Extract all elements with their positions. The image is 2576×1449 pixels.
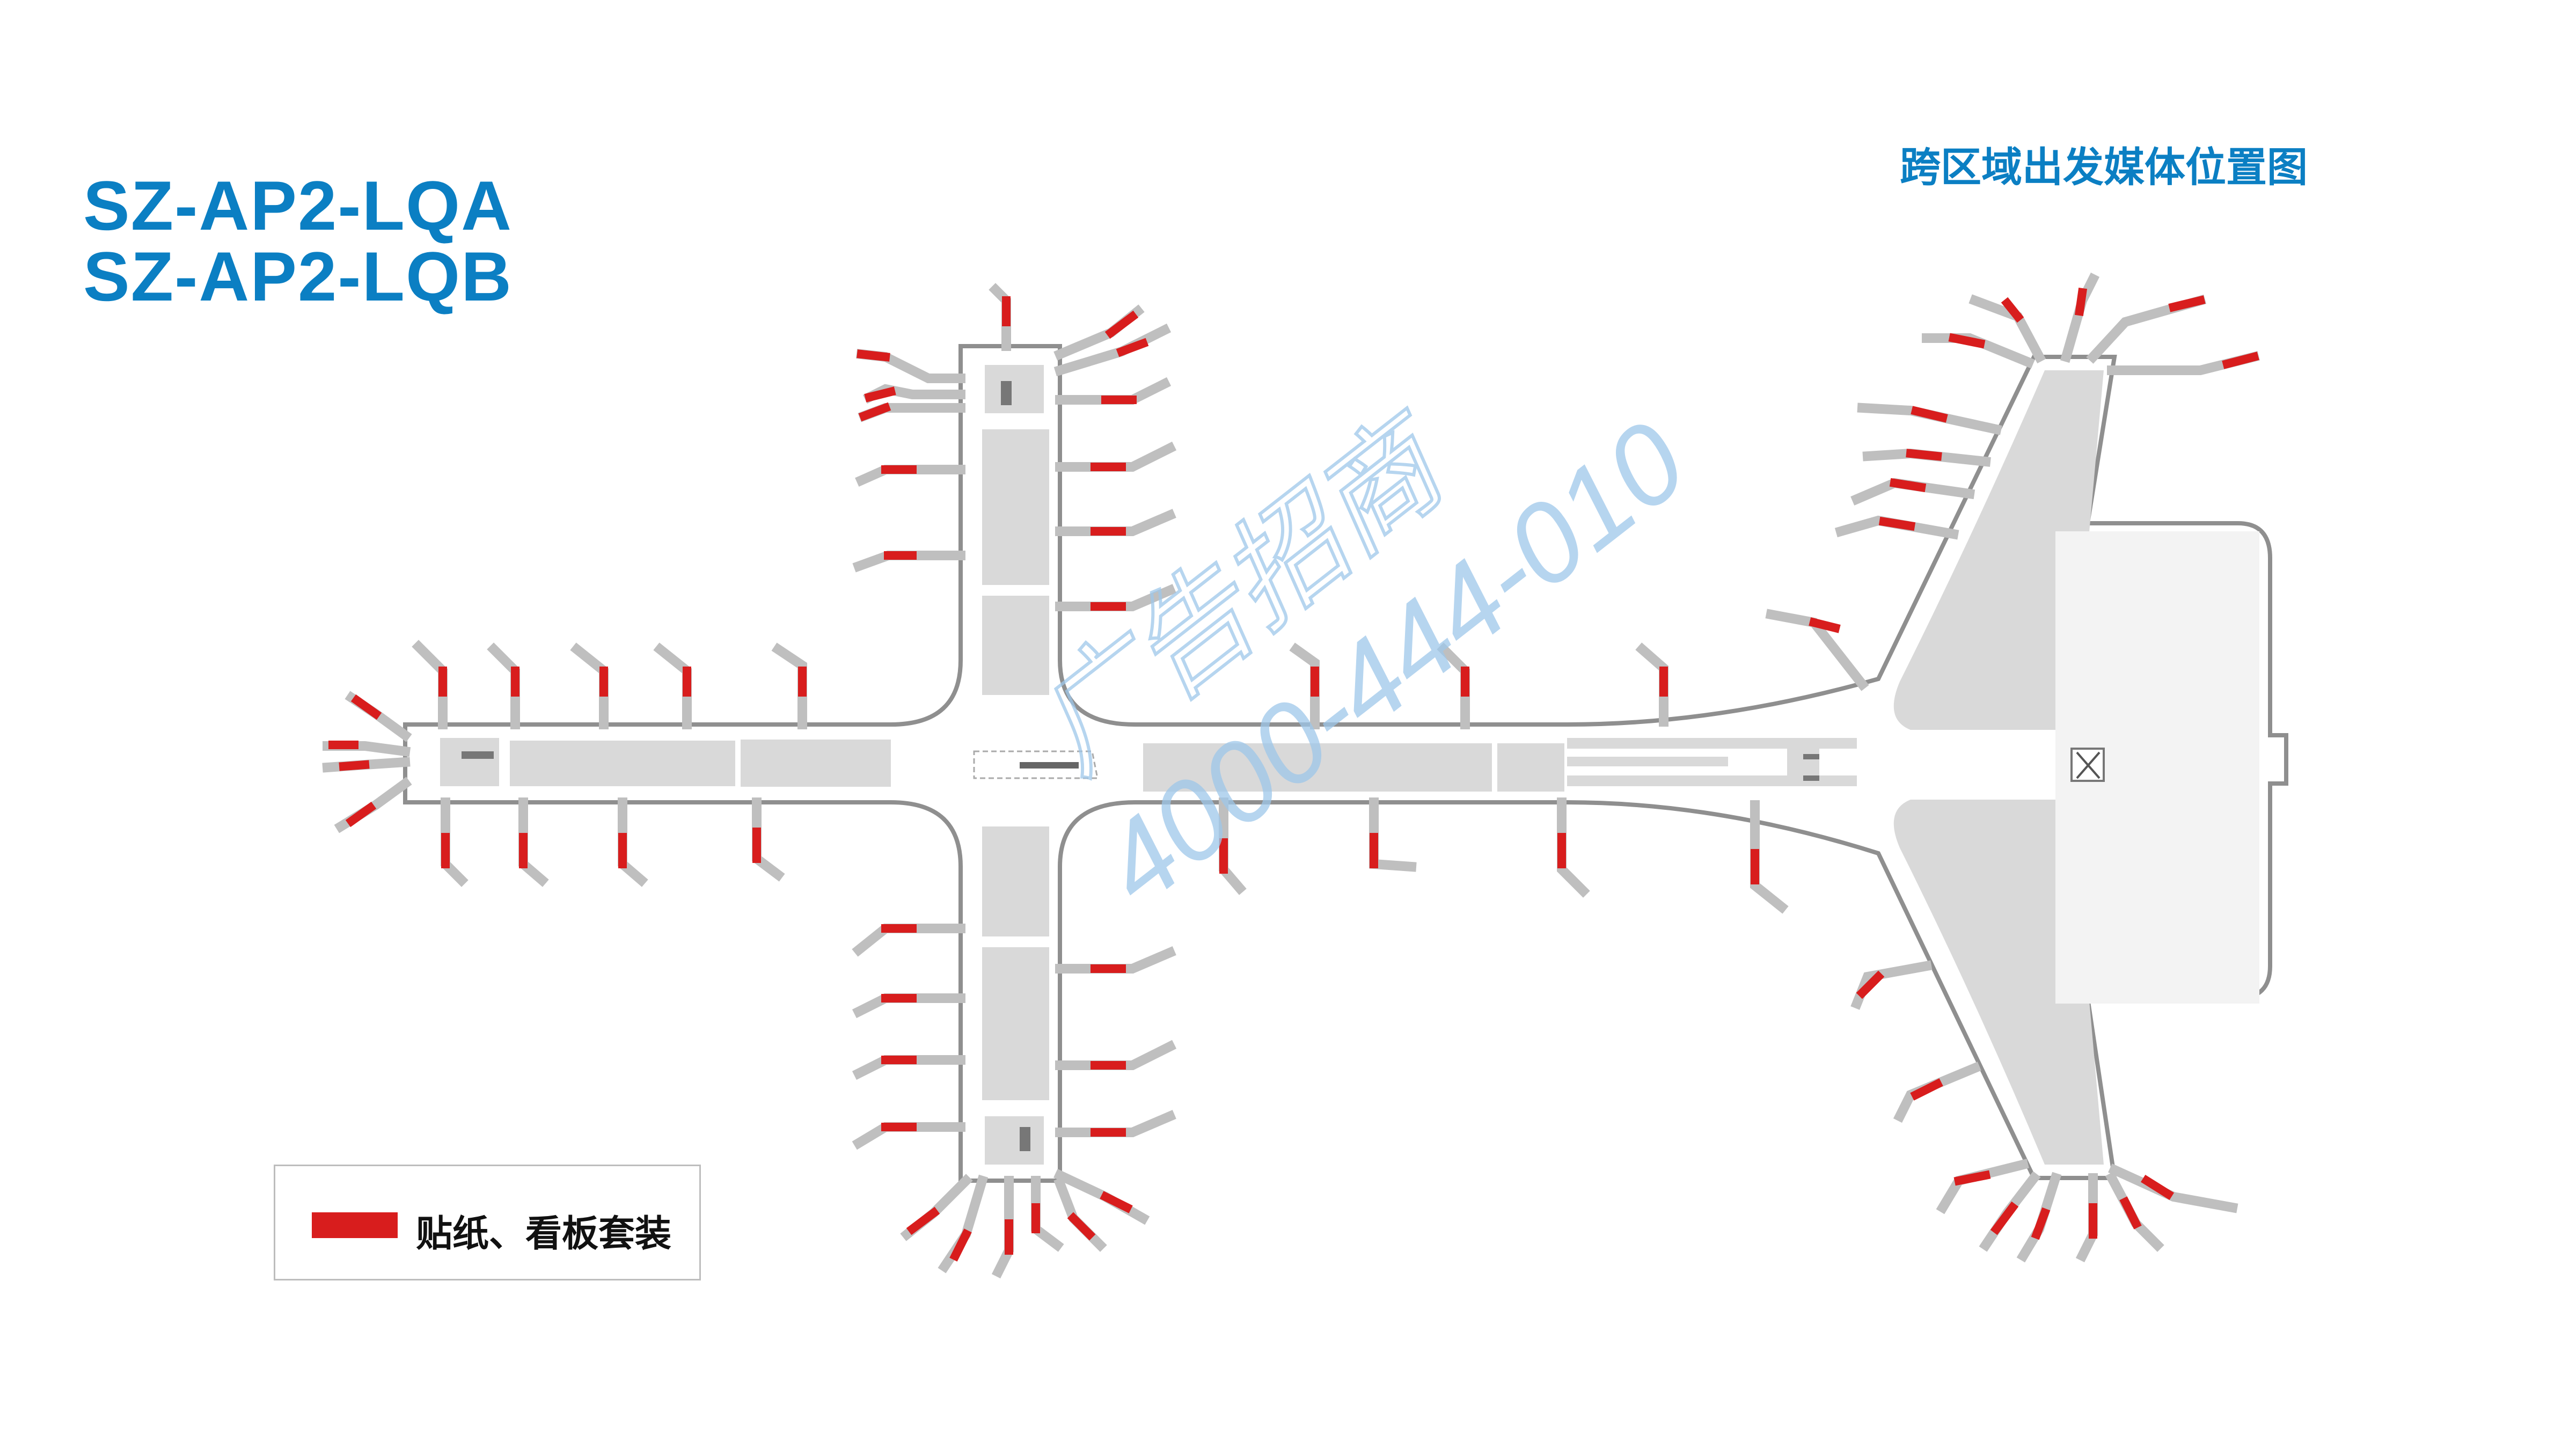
media-position [1857, 402, 2002, 435]
media-position [1936, 1159, 2029, 1214]
media-position [1055, 441, 1177, 472]
media-position [852, 1055, 965, 1080]
media-position [1053, 304, 1145, 361]
media-position [322, 757, 411, 773]
legend-swatch [312, 1212, 398, 1238]
media-position [989, 283, 1011, 351]
media-position [2105, 1171, 2164, 1252]
legend-label: 贴纸、看板套装 [416, 1213, 672, 1255]
west-hall-block [440, 738, 499, 786]
media-position [653, 642, 692, 729]
media-position [1862, 448, 1991, 467]
media-position [2075, 1173, 2098, 1263]
media-position [858, 402, 965, 422]
map-title: 跨区域出发媒体位置图 [1900, 143, 2308, 191]
media-position [1055, 509, 1176, 536]
media-position [752, 797, 785, 882]
media-position [1219, 797, 1247, 895]
media-position [334, 777, 412, 833]
media-position [771, 642, 807, 729]
media-position [862, 384, 965, 404]
media-position [1979, 1171, 2041, 1252]
media-position [1369, 797, 1417, 872]
north-pier-block [985, 365, 1044, 413]
west-hall-block [741, 740, 891, 787]
media-position [487, 642, 520, 729]
media-position [1053, 1169, 1150, 1225]
media-position [938, 1174, 989, 1274]
legend: 贴纸、看板套装 [274, 1165, 701, 1280]
media-position [1031, 1176, 1064, 1252]
media-positions [322, 272, 2260, 1279]
media-position [852, 1122, 965, 1150]
media-position [1055, 584, 1176, 611]
media-position [900, 1174, 973, 1241]
media-position [2108, 1163, 2238, 1213]
media-position [1053, 323, 1172, 377]
south-pier-block [982, 826, 1049, 936]
media-position [1053, 1177, 1107, 1252]
media-position [323, 741, 411, 757]
south-pier-block [982, 947, 1049, 1100]
media-position [345, 691, 412, 742]
north-pier-block [982, 429, 1049, 585]
media-position [618, 797, 648, 887]
media-position [852, 924, 965, 957]
east-hall-block [1497, 743, 1564, 792]
north-pier-block [982, 596, 1049, 695]
media-position [1922, 333, 2035, 369]
media-code-a: SZ-AP2-LQA [83, 166, 513, 245]
media-position [856, 349, 965, 383]
media-position [852, 993, 965, 1019]
media-position [570, 642, 609, 729]
media-position [518, 797, 549, 887]
media-position [2060, 272, 2100, 363]
media-position [1289, 642, 1320, 729]
media-position [852, 551, 965, 573]
media-position [1893, 1062, 1981, 1123]
media-position [1055, 1040, 1177, 1070]
media-position [2086, 294, 2207, 364]
media-position [1968, 294, 2046, 364]
media-position [1055, 377, 1172, 405]
media-position [1765, 609, 1869, 691]
media-position [441, 797, 469, 887]
media-position [2016, 1172, 2062, 1263]
media-position [2107, 351, 2260, 375]
media-position [1055, 946, 1176, 974]
media-position [855, 465, 965, 487]
media-position [1635, 642, 1668, 727]
media-position [1557, 797, 1590, 898]
main-terminal-west-wing [1893, 800, 2104, 1165]
media-position [1750, 800, 1789, 914]
central-crossing [973, 750, 1099, 779]
media-position [1850, 478, 1975, 506]
media-code-b: SZ-AP2-LQB [83, 237, 513, 316]
media-position [1055, 1110, 1176, 1137]
media-position [1437, 642, 1470, 729]
media-position [412, 640, 448, 729]
main-terminal-west-wing [1893, 370, 2104, 730]
media-position [1834, 515, 1959, 540]
south-pier-block [985, 1116, 1044, 1165]
east-hall-block [1143, 743, 1492, 792]
west-hall-block [510, 741, 735, 786]
media-position [991, 1176, 1014, 1279]
media-position [1850, 960, 1933, 1010]
terminal-building [403, 344, 2288, 1183]
